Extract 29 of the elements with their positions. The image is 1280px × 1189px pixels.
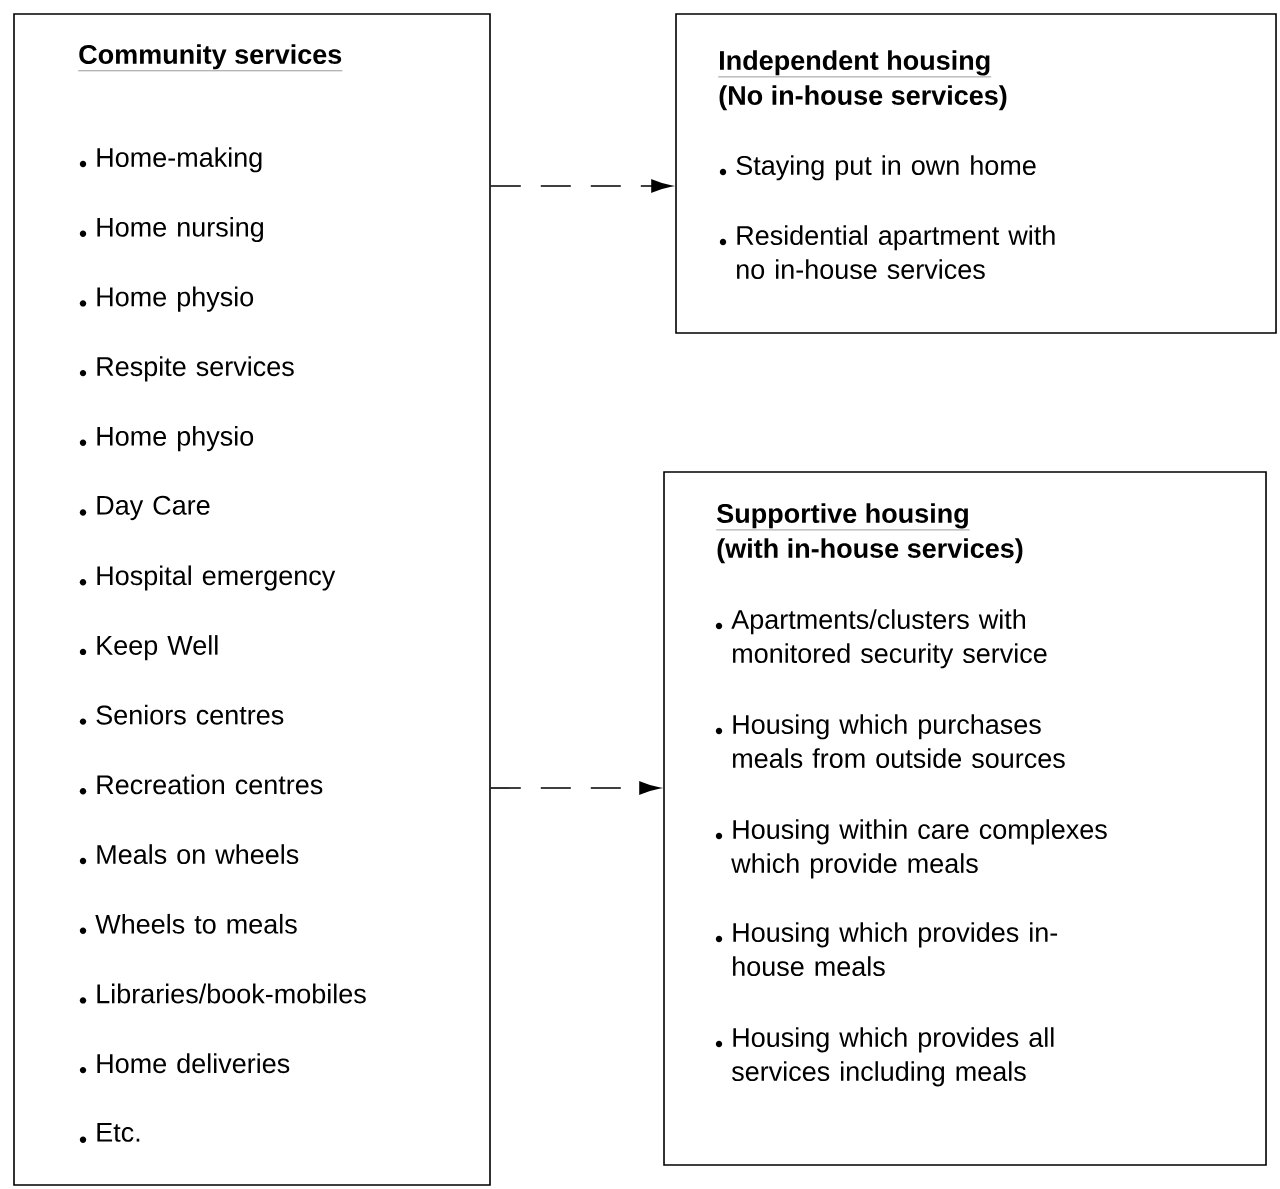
list-item: Day Care [79, 495, 210, 521]
list-item: Housing within care complexes which provide meals [715, 819, 1107, 879]
list-item: Housing which provides all services including meals [715, 1027, 1054, 1087]
box-heading: Independent housing [718, 50, 992, 78]
box-heading: (with in-house services) [717, 538, 1023, 564]
list-item: Recreation centres [79, 774, 323, 795]
list-item: Housing which provides in-house meals [715, 922, 1058, 977]
list-item: Home physio [79, 426, 254, 452]
list-item: Meals on wheels [79, 844, 299, 865]
list-item: Housing which purchases meals from outside sources [715, 714, 1065, 769]
list-item: Respite services [79, 356, 294, 382]
arrow [490, 179, 672, 193]
list-item: Residential apartment with no in-house services [719, 225, 1055, 280]
list-item: Keep Well [79, 635, 218, 661]
box-heading: Community services [78, 44, 343, 71]
list-item: Hospital emergency [79, 565, 336, 591]
box-heading: Supportive housing [716, 503, 970, 531]
list-item: Home physio [79, 286, 254, 312]
list-item: Apartments/clusters with monitored security service [715, 609, 1047, 669]
list-item: Home nursing [79, 216, 263, 243]
list-item: Home-making [79, 147, 262, 173]
box-heading: (No in-house services) [719, 85, 1007, 111]
list-item: Libraries/book-mobiles [79, 983, 366, 1004]
arrow [490, 781, 660, 795]
list-item: Etc. [79, 1123, 140, 1143]
list-item: Home deliveries [79, 1053, 290, 1074]
list-item: Wheels to meals [79, 913, 297, 934]
list-item: Seniors centres [79, 704, 284, 725]
list-item: Staying put in own home [719, 155, 1036, 181]
